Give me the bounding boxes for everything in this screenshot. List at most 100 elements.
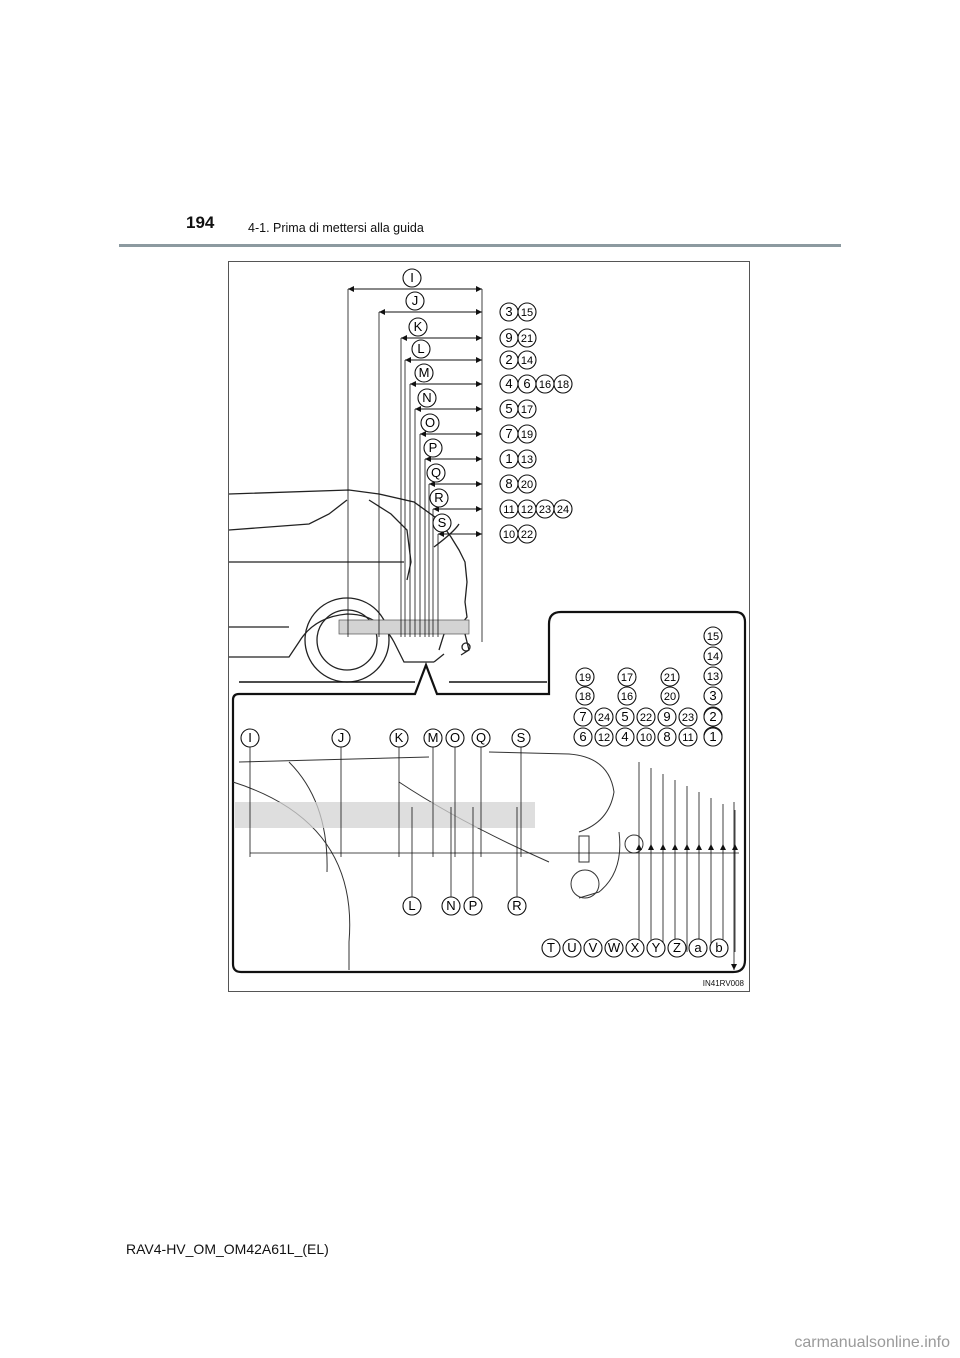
grid-24: 24: [594, 707, 614, 727]
callout-14: 14: [517, 350, 537, 370]
watermark: carmanualsonline.info: [794, 1334, 950, 1351]
svg-text:21: 21: [664, 672, 676, 684]
callout-18: 18: [553, 374, 573, 394]
tow-bar-frame: [338, 619, 470, 635]
svg-text:17: 17: [521, 404, 533, 416]
svg-text:L: L: [408, 898, 415, 913]
svg-text:U: U: [567, 940, 576, 955]
figure-code: IN41RV008: [702, 979, 744, 988]
svg-text:3: 3: [709, 688, 716, 703]
header-rule: [119, 244, 841, 247]
svg-text:9: 9: [663, 709, 670, 724]
callout-3: 3: [499, 302, 519, 322]
inset-label-a: a: [688, 938, 708, 958]
dimension-label-s: S: [432, 513, 452, 533]
grid-21: 21: [660, 667, 680, 687]
grid-22: 22: [636, 707, 656, 727]
stack-3: 3: [703, 686, 723, 706]
callout-2: 2: [499, 350, 519, 370]
grid-12: 12: [594, 727, 614, 747]
dimension-label-q: Q: [426, 463, 446, 483]
callout-12: 12: [517, 499, 537, 519]
svg-text:12: 12: [598, 732, 610, 744]
svg-text:3: 3: [505, 304, 512, 319]
svg-text:2: 2: [505, 352, 512, 367]
inset-label-s: S: [511, 728, 531, 748]
svg-text:L: L: [417, 341, 424, 356]
svg-text:13: 13: [707, 671, 719, 683]
svg-text:T: T: [547, 940, 555, 955]
inset-label-u: U: [562, 938, 582, 958]
inset-label-w: W: [604, 938, 624, 958]
callout-4: 4: [499, 374, 519, 394]
svg-text:K: K: [414, 319, 423, 334]
hitch-ball: [461, 642, 471, 652]
callout-15: 15: [517, 302, 537, 322]
inset-label-b: b: [709, 938, 729, 958]
svg-text:5: 5: [621, 709, 628, 724]
svg-text:5: 5: [505, 401, 512, 416]
svg-text:7: 7: [579, 709, 586, 724]
callout-8: 8: [499, 474, 519, 494]
svg-text:19: 19: [579, 672, 591, 684]
inset-label-k: K: [389, 728, 409, 748]
svg-text:K: K: [395, 730, 404, 745]
svg-text:J: J: [338, 730, 345, 745]
dimension-label-m: M: [414, 363, 434, 383]
svg-text:18: 18: [557, 379, 569, 391]
svg-text:10: 10: [503, 529, 515, 541]
svg-text:16: 16: [621, 691, 633, 703]
dimension-label-j: J: [405, 291, 425, 311]
svg-text:23: 23: [539, 504, 551, 516]
svg-text:Q: Q: [476, 730, 486, 745]
dimension-label-r: R: [429, 488, 449, 508]
callout-21: 21: [517, 328, 537, 348]
svg-text:R: R: [434, 490, 443, 505]
grid-6: 6: [573, 727, 593, 747]
callout-13: 13: [517, 449, 537, 469]
stack-14: 14: [703, 646, 723, 666]
svg-text:Y: Y: [652, 940, 661, 955]
section-title: 4-1. Prima di mettersi alla guida: [248, 221, 424, 235]
rear-wheel: [304, 597, 390, 683]
svg-text:W: W: [608, 940, 621, 955]
svg-text:P: P: [429, 440, 438, 455]
callout-20: 20: [517, 474, 537, 494]
svg-text:J: J: [412, 293, 419, 308]
callout-24: 24: [553, 499, 573, 519]
svg-text:R: R: [512, 898, 521, 913]
inset-label-x: X: [625, 938, 645, 958]
grid-23: 23: [678, 707, 698, 727]
svg-text:a: a: [694, 940, 702, 955]
dimension-label-p: P: [423, 438, 443, 458]
grid-11: 11: [678, 727, 698, 747]
svg-text:13: 13: [521, 454, 533, 466]
svg-text:N: N: [422, 390, 431, 405]
svg-text:9: 9: [505, 330, 512, 345]
callout-1: 1: [499, 449, 519, 469]
dimension-label-o: O: [420, 413, 440, 433]
grid-4: 4: [615, 727, 635, 747]
callout-19: 19: [517, 424, 537, 444]
svg-text:V: V: [589, 940, 598, 955]
grid-18: 18: [575, 686, 595, 706]
callout-22: 22: [517, 524, 537, 544]
svg-text:I: I: [248, 730, 252, 745]
callout-10: 10: [499, 524, 519, 544]
svg-text:11: 11: [682, 732, 693, 744]
svg-text:7: 7: [505, 426, 512, 441]
grid-17: 17: [617, 667, 637, 687]
inset-label-j: J: [331, 728, 351, 748]
inset-label-t: T: [541, 938, 561, 958]
svg-text:S: S: [517, 730, 526, 745]
callout-11: 11: [499, 499, 519, 519]
svg-text:S: S: [438, 515, 447, 530]
svg-text:14: 14: [521, 355, 533, 367]
svg-text:20: 20: [521, 479, 533, 491]
callout-6: 6: [517, 374, 537, 394]
inset-label-q: Q: [471, 728, 491, 748]
grid-5: 5: [615, 707, 635, 727]
inset-label-o: O: [445, 728, 465, 748]
inset-label-i: I: [240, 728, 260, 748]
dimension-label-l: L: [411, 339, 431, 359]
